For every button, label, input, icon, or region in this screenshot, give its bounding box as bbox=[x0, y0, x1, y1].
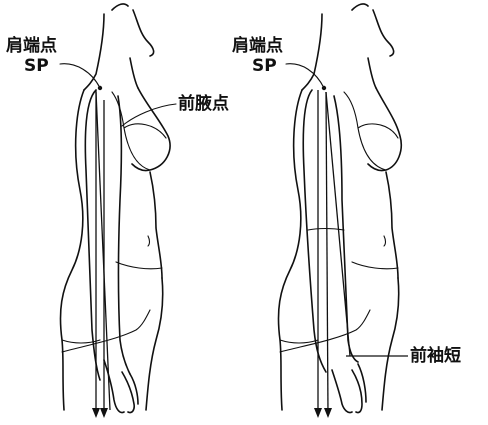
right-waistband bbox=[352, 262, 398, 269]
left-buttock-line bbox=[62, 340, 100, 343]
left-arm-inner bbox=[118, 96, 130, 374]
right-abdomen-outline bbox=[386, 172, 398, 278]
right-buttock-line bbox=[280, 340, 318, 343]
left-sp-leader bbox=[60, 64, 100, 88]
left-armpit-drop-arrowhead bbox=[100, 408, 108, 418]
right-neck-back bbox=[302, 14, 322, 90]
left-hip-outline bbox=[146, 278, 163, 410]
right-shoulder-point-code-label: SP bbox=[252, 58, 277, 75]
right-shoulder-point-label: 肩端点 bbox=[232, 38, 283, 55]
right-bra-strap bbox=[344, 92, 358, 128]
left-abdomen-outline bbox=[150, 172, 162, 278]
left-hair-outline bbox=[112, 4, 154, 56]
left-neck-front bbox=[130, 58, 138, 88]
right-navel bbox=[384, 236, 386, 246]
right-hair-outline bbox=[352, 4, 394, 56]
left-front-armpit-label: 前腋点 bbox=[178, 96, 229, 113]
left-shoulder-drop-arrowhead bbox=[92, 408, 100, 418]
left-figure bbox=[60, 4, 176, 418]
right-panty-leg bbox=[280, 310, 370, 352]
right-neck-front bbox=[368, 58, 376, 88]
right-shoulder-drop-arrowhead bbox=[314, 408, 322, 418]
right-bust-outline bbox=[368, 88, 401, 171]
left-back-outline bbox=[60, 90, 84, 410]
right-shoulder-point-marker bbox=[322, 86, 326, 90]
right-hip-outline bbox=[382, 278, 399, 410]
right-figure bbox=[278, 4, 408, 418]
right-sp-leader bbox=[286, 64, 324, 88]
left-navel bbox=[148, 236, 150, 246]
left-arm-axis-line bbox=[96, 92, 110, 410]
left-shoulder-point-marker bbox=[98, 86, 102, 90]
right-front-sleeve-length-label: 前袖短 bbox=[410, 348, 461, 365]
left-waistband bbox=[116, 262, 162, 269]
left-bra-cup bbox=[124, 124, 166, 170]
right-back-outline bbox=[278, 90, 302, 410]
right-hand bbox=[332, 364, 366, 413]
left-shoulder-point-code-label: SP bbox=[24, 58, 49, 75]
right-sleeve-axis-arrowhead bbox=[324, 408, 332, 418]
left-shoulder-point-label: 肩端点 bbox=[6, 38, 57, 55]
right-sleeve-diagonal-line bbox=[326, 92, 350, 356]
right-bra-cup bbox=[358, 124, 398, 170]
right-sleeve-axis-line bbox=[326, 92, 328, 414]
right-arm-outline bbox=[303, 90, 326, 372]
left-bust-outline bbox=[132, 88, 170, 171]
